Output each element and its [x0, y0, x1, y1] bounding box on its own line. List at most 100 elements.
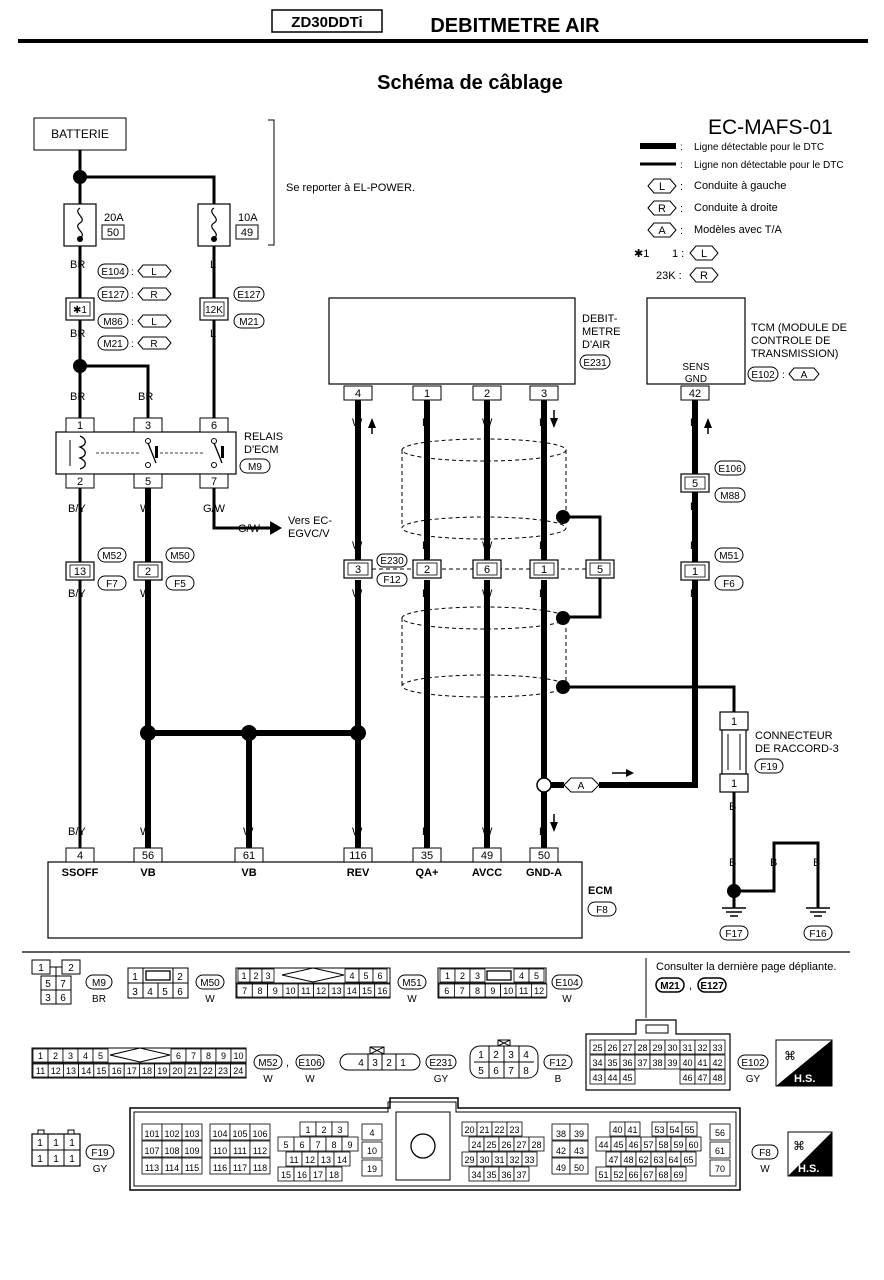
svg-text:E231: E231 — [583, 358, 607, 369]
legend-right-drive: Conduite à droite — [694, 202, 778, 214]
svg-text::: : — [680, 203, 683, 215]
svg-text::: : — [680, 225, 683, 237]
ecm-relay: 1 3 6 2 5 7 — [55, 417, 237, 489]
relay-label-2: D'ECM — [244, 444, 279, 456]
svg-text:W: W — [482, 417, 493, 429]
pin-number: 14 — [81, 1066, 91, 1076]
svg-text:VB: VB — [241, 867, 256, 879]
svg-text:2: 2 — [386, 1058, 392, 1069]
pin-cell — [531, 983, 548, 998]
raccord-label-2: DE RACCORD-3 — [755, 743, 839, 755]
pin-number: 51 — [598, 1170, 608, 1180]
pin-cell — [249, 1140, 271, 1158]
svg-text:G/W: G/W — [238, 523, 261, 535]
connector-e102 — [747, 366, 779, 382]
svg-text:B: B — [690, 540, 697, 552]
svg-text:1: 1 — [53, 1154, 59, 1165]
pin-number: 19 — [157, 1066, 167, 1076]
inline-connector-m50: 2 M50 F5 — [133, 547, 195, 591]
ecm-label: ECM — [588, 885, 612, 897]
svg-text:F6: F6 — [723, 579, 735, 590]
pin-number: 55 — [684, 1125, 694, 1135]
ground-f17: F17 — [725, 929, 743, 940]
svg-text:E102: E102 — [751, 370, 775, 381]
svg-text:2: 2 — [145, 566, 151, 578]
svg-text:M51: M51 — [402, 978, 422, 989]
pin-number: 33 — [712, 1043, 722, 1053]
pin-number: 27 — [622, 1043, 632, 1053]
svg-text:R: R — [422, 588, 430, 600]
svg-text:5: 5 — [597, 564, 603, 576]
svg-text:50: 50 — [538, 850, 550, 862]
maf-label-1: DEBIT- — [582, 313, 618, 325]
pin-number: 13 — [321, 1155, 331, 1165]
svg-text:M52: M52 — [258, 1058, 278, 1069]
svg-text:W: W — [482, 588, 493, 600]
pin-number: 13 — [331, 986, 341, 996]
pin-number: 6 — [377, 971, 382, 981]
maf-label-3: D'AIR — [582, 339, 610, 351]
pin-number: 109 — [184, 1146, 199, 1156]
svg-text:W: W — [352, 417, 363, 429]
fuse-20a: 20A 50 — [63, 203, 125, 247]
svg-text:B/Y: B/Y — [68, 826, 86, 838]
egvc-ref-1: Vers EC- — [288, 515, 332, 527]
pin-number: 22 — [203, 1066, 213, 1076]
pin-number: 27 — [516, 1140, 526, 1150]
shield-upper — [401, 438, 602, 560]
model-code: ZD30DDTi — [291, 14, 362, 31]
pin-number: 1 — [38, 1051, 43, 1061]
pin-cell — [249, 1123, 271, 1141]
pin-cell — [361, 1141, 383, 1159]
svg-text:13: 13 — [74, 566, 86, 578]
pin-number: 58 — [658, 1140, 668, 1150]
svg-text:R: R — [700, 270, 708, 282]
svg-text:F8: F8 — [759, 1148, 771, 1159]
pin-number: 103 — [184, 1129, 199, 1139]
pin-number: 10 — [503, 986, 513, 996]
ecm-module: 4 56 61 116 35 49 50 SSOFF VB VB REV QA+… — [47, 847, 583, 939]
k12-connector-refs: E127 M21 — [233, 286, 265, 329]
pin-number: 6 — [444, 986, 449, 996]
pin-number: 46 — [628, 1140, 638, 1150]
svg-text:W: W — [140, 503, 151, 515]
svg-text:M21: M21 — [660, 981, 680, 992]
svg-text:W: W — [263, 1074, 273, 1085]
pin-number: 115 — [185, 1163, 199, 1173]
pin-number: 39 — [574, 1129, 584, 1139]
pin-number: 2 — [321, 1125, 326, 1135]
power-bracket — [268, 119, 275, 246]
svg-text:49: 49 — [481, 850, 493, 862]
svg-text:B/Y: B/Y — [68, 588, 86, 600]
battery-box — [33, 117, 127, 151]
fuse-10a: 10A 49 — [197, 203, 259, 247]
svg-text::: : — [131, 317, 134, 328]
svg-text:M21: M21 — [103, 339, 123, 350]
svg-text:L: L — [210, 328, 216, 340]
pin-number: 13 — [66, 1066, 76, 1076]
svg-text:6: 6 — [177, 987, 183, 998]
svg-text:,: , — [689, 980, 692, 992]
pin-number: 49 — [556, 1163, 566, 1173]
pin-number: 59 — [673, 1140, 683, 1150]
svg-text:B/Y: B/Y — [68, 503, 86, 515]
svg-text:1: 1 — [37, 1138, 43, 1149]
svg-text:20A: 20A — [104, 212, 124, 224]
pin-number: 3 — [265, 971, 270, 981]
svg-text:E102: E102 — [741, 1058, 765, 1069]
svg-text:4: 4 — [358, 1058, 364, 1069]
pin-number: 4 — [83, 1051, 88, 1061]
pin-number: 4 — [349, 971, 354, 981]
svg-text:E106: E106 — [298, 1058, 322, 1069]
pin-number: 116 — [213, 1163, 227, 1173]
pin-cell — [181, 1157, 203, 1175]
pin-number: 25 — [592, 1043, 602, 1053]
svg-text:1: 1 — [731, 778, 737, 790]
svg-text:1 :: 1 : — [672, 248, 684, 260]
pin-number: 117 — [233, 1163, 247, 1173]
svg-text:61: 61 — [243, 850, 255, 862]
tcm-label-1: TCM (MODULE DE — [751, 322, 847, 334]
ground-f16: F16 — [809, 929, 827, 940]
svg-text:6: 6 — [60, 993, 66, 1004]
connector-face-m50: 1 2 3 4 5 6 M50 W — [127, 967, 225, 1005]
